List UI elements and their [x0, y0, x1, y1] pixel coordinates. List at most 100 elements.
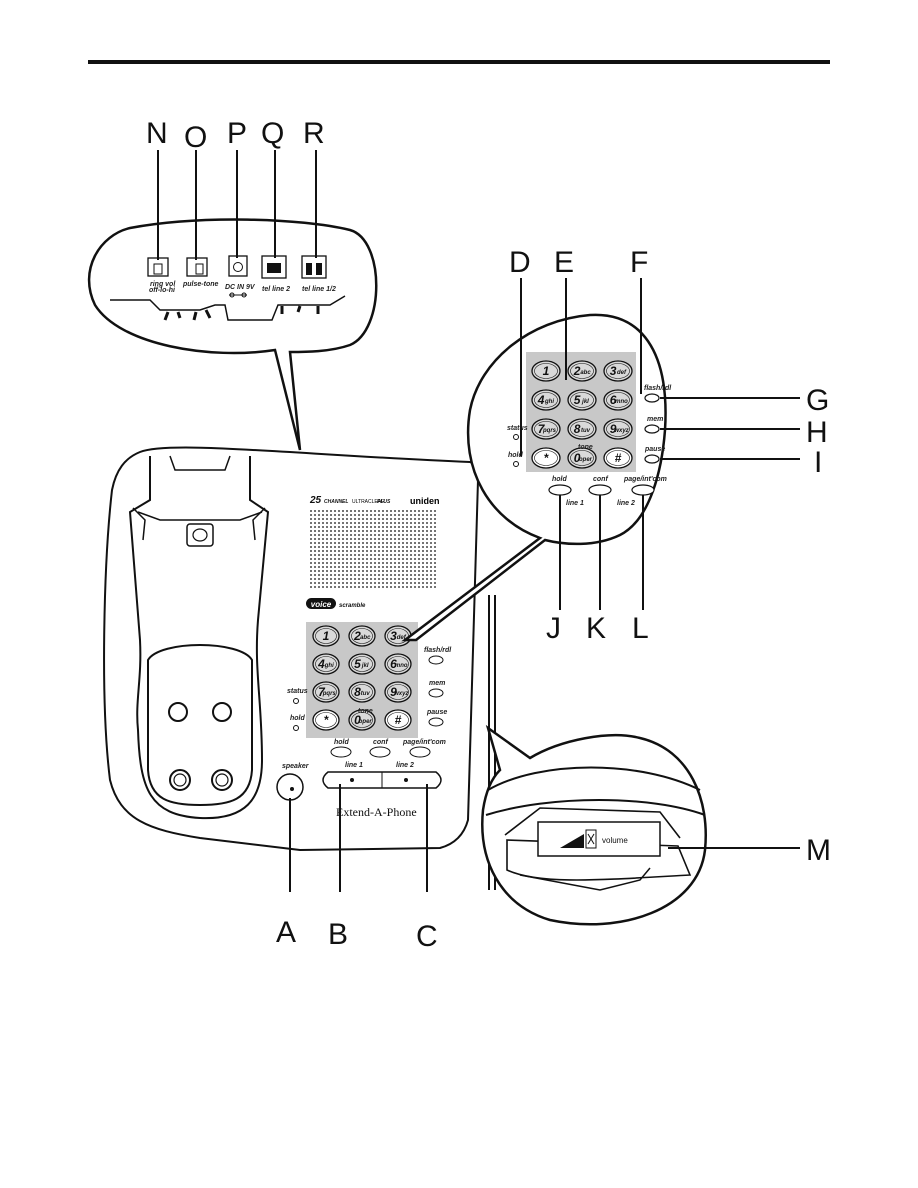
base-key-digit: 5: [354, 657, 361, 671]
callout-p: P: [227, 117, 247, 150]
base-key-5[interactable]: [348, 653, 376, 675]
zoom-key-star[interactable]: [531, 447, 561, 469]
base-key-letters: jkl: [361, 663, 369, 669]
zoom-key-digit: *: [544, 451, 550, 465]
zoom-hold-button[interactable]: [548, 484, 572, 496]
zoom-hold-label: hold: [552, 476, 567, 483]
zoom-key-letters: oper: [579, 457, 593, 463]
zoom-key-0[interactable]: [567, 447, 597, 469]
base-key-letters: mno: [395, 663, 408, 669]
base-key-digit: 6: [390, 657, 397, 671]
pulse-tone-label: pulse-tone: [182, 281, 218, 288]
base-key-0[interactable]: [348, 709, 376, 731]
callout-o: O: [184, 121, 207, 154]
zoom-mem-button[interactable]: [644, 424, 660, 434]
base-key-star[interactable]: [312, 709, 340, 731]
base-flash-label: flash/rdl: [424, 647, 452, 654]
callout-j: J: [546, 612, 561, 645]
zoom-flash-button[interactable]: [644, 393, 660, 403]
base-conf-label: conf: [373, 739, 388, 746]
base-key-pound[interactable]: [384, 709, 412, 731]
callout-q: Q: [261, 117, 284, 150]
base-key-7[interactable]: [312, 681, 340, 703]
base-line2-label: line 2: [396, 762, 414, 769]
zoom-pause-button[interactable]: [644, 454, 660, 464]
ultraclear-text: ULTRACLEAR: [352, 499, 385, 505]
base-key-letters: abc: [360, 635, 371, 641]
volume-wedge-icon: [560, 834, 584, 848]
callout-m: M: [806, 834, 831, 867]
line1-button[interactable]: [328, 772, 382, 788]
callout-g: G: [806, 384, 829, 417]
zoom-flash-label: flash/rdl: [644, 385, 672, 392]
zoom-key-7[interactable]: [531, 418, 561, 440]
zoom-key-8[interactable]: [567, 418, 597, 440]
base-key-letters: wxyz: [394, 691, 408, 697]
zoom-key-4[interactable]: [531, 389, 561, 411]
zoom-key-digit: 8: [574, 422, 581, 436]
zoom-key-letters: abc: [580, 370, 591, 376]
zoom-page-button[interactable]: [631, 484, 655, 496]
callout-i: I: [814, 446, 822, 479]
base-flash-button[interactable]: [428, 655, 444, 665]
zoom-key-digit: 4: [537, 393, 545, 407]
zoom-tone-label: tone: [578, 444, 593, 451]
base-mem-button[interactable]: [428, 688, 444, 698]
line1-led: [350, 778, 354, 782]
zoom-key-digit: 7: [538, 422, 546, 436]
zoom-key-digit: 5: [574, 393, 581, 407]
front-leaders: [289, 784, 428, 892]
zoom-line2-label: line 2: [617, 500, 635, 507]
line2-led: [404, 778, 408, 782]
zoom-key-6[interactable]: [603, 389, 633, 411]
base-key-digit: 4: [317, 657, 325, 671]
base-key-1[interactable]: [312, 625, 340, 647]
zoom-key-9[interactable]: [603, 418, 633, 440]
base-key-digit: 3: [390, 629, 397, 643]
channel-number: 25: [309, 495, 322, 506]
base-status-label: status: [287, 688, 308, 695]
zoom-page-label: page/int'com: [623, 476, 667, 483]
zoom-key-2[interactable]: [567, 360, 597, 382]
callout-h: H: [806, 416, 828, 449]
base-key-8[interactable]: [348, 681, 376, 703]
base-hold-label: hold: [334, 739, 349, 746]
voice-badge: [306, 598, 336, 609]
zoom-key-pound[interactable]: [603, 447, 633, 469]
base-key-4[interactable]: [312, 653, 340, 675]
base-key-digit: 8: [354, 685, 361, 699]
zoom-key-digit: 6: [610, 393, 617, 407]
base-page-button[interactable]: [409, 746, 431, 758]
base-conf-button[interactable]: [369, 746, 391, 758]
back-panel-bubble: [87, 218, 378, 451]
callout-c: C: [416, 920, 438, 953]
base-key-6[interactable]: [384, 653, 412, 675]
base-key-letters: pqrs: [322, 691, 337, 697]
zoom-pause-label: pause: [644, 446, 665, 453]
scramble-text: scramble: [339, 603, 366, 609]
zoom-key-letters: ghi: [544, 399, 554, 405]
base-key-digit: 2: [353, 629, 361, 643]
base-key-2[interactable]: [348, 625, 376, 647]
base-key-9[interactable]: [384, 681, 412, 703]
brand-logo: uniden: [410, 496, 440, 506]
callout-a: A: [276, 916, 296, 949]
zoom-conf-button[interactable]: [588, 484, 612, 496]
speaker-button[interactable]: [276, 773, 304, 801]
base-pause-button[interactable]: [428, 717, 444, 727]
zoom-key-3[interactable]: [603, 360, 633, 382]
zoom-key-digit: 3: [610, 364, 617, 378]
base-hold-led-label: hold: [290, 715, 305, 722]
base-mem-label: mem: [429, 680, 445, 687]
base-key-digit: 7: [318, 685, 326, 699]
base-page-label: page/int'com: [402, 739, 446, 746]
keypad-leaders: [520, 278, 800, 610]
zoom-key-5[interactable]: [567, 389, 597, 411]
speaker-grille: [310, 510, 436, 588]
zoom-key-digit: 0: [574, 451, 581, 465]
zoom-key-1[interactable]: [531, 360, 561, 382]
base-tone-label: tone: [358, 708, 373, 715]
base-hold-button[interactable]: [330, 746, 352, 758]
base-line1-label: line 1: [345, 762, 363, 769]
dc-in-label: DC IN 9V: [225, 284, 256, 291]
